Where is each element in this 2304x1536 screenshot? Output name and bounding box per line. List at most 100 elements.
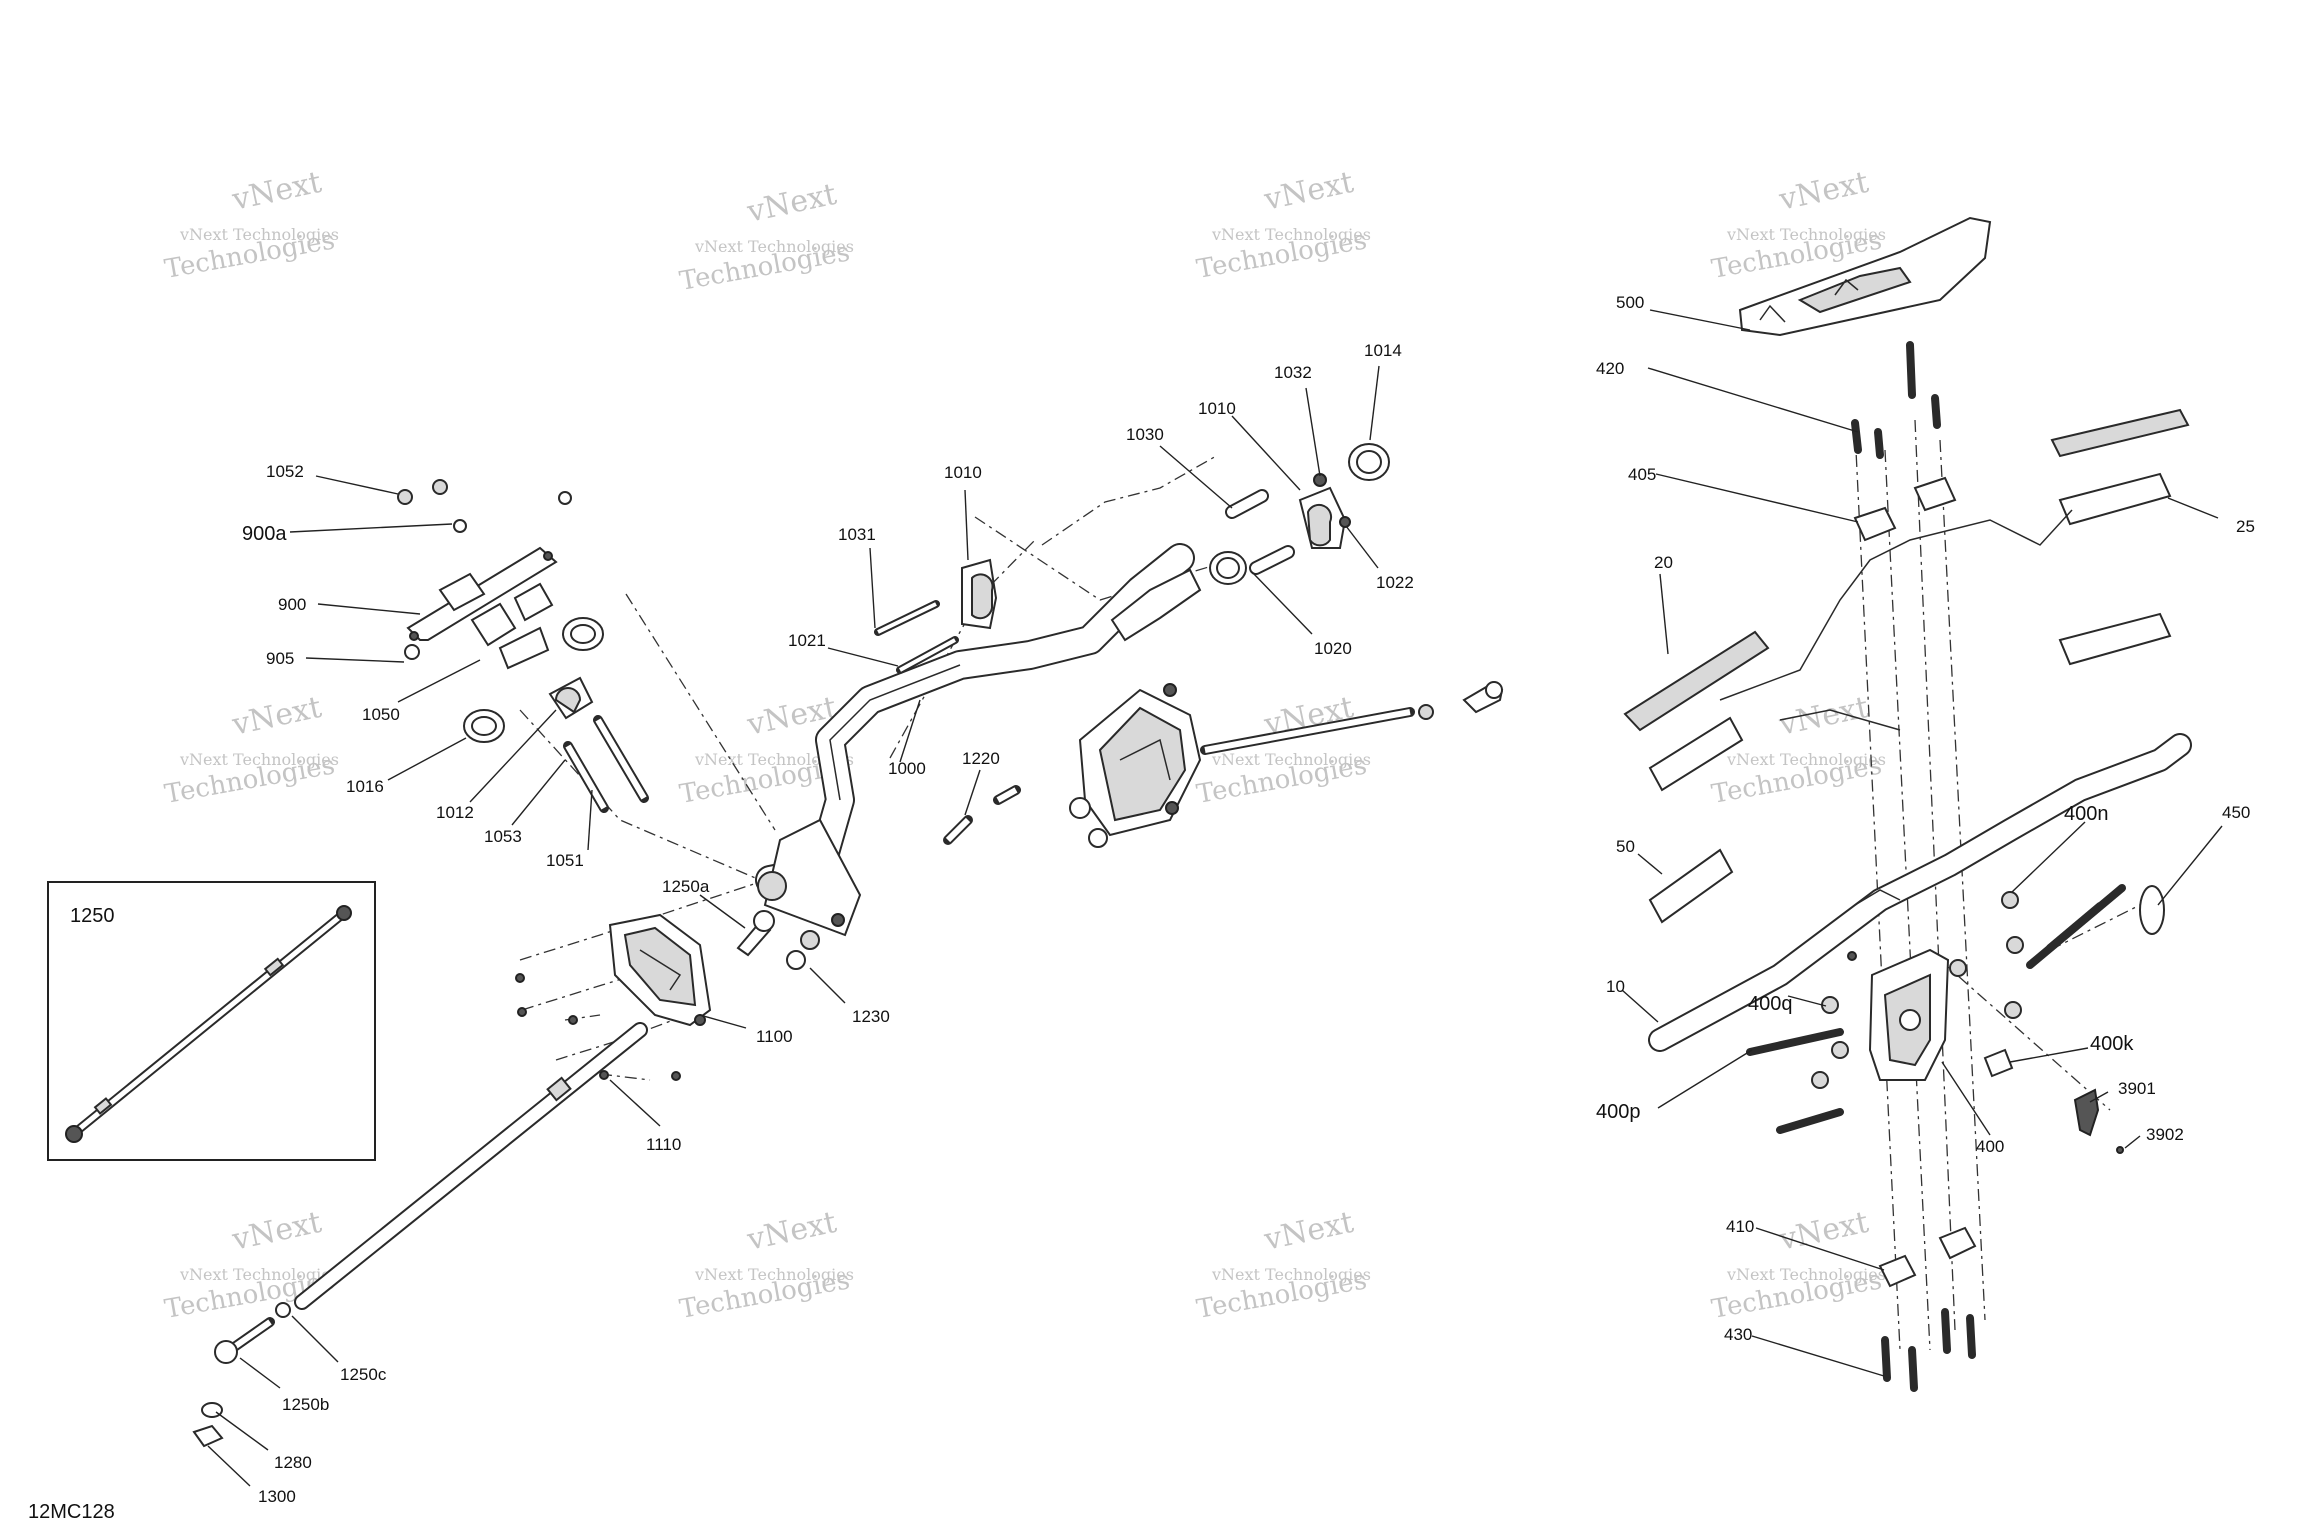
pin-900a-b xyxy=(558,491,572,505)
watermark-stamp: vNext xyxy=(743,1205,839,1258)
watermark-stamp: vNext xyxy=(1775,165,1871,218)
handlebar-bracket-900 xyxy=(406,546,558,641)
bolt-420b xyxy=(1874,428,1884,459)
steering-column-lower-plate xyxy=(763,818,862,937)
pin-900a xyxy=(453,519,467,533)
label-3902: 3902 xyxy=(2146,1125,2184,1144)
inset-label: 1250 xyxy=(70,905,115,927)
nut-1052a xyxy=(397,489,413,505)
nut-1300 xyxy=(192,1424,224,1448)
throttle-cable xyxy=(1719,509,2073,701)
watermark-11: vNext vNext Technologies Technologies xyxy=(1194,1205,1371,1325)
grip-20-b xyxy=(1648,716,1744,792)
handlebar-group xyxy=(1623,216,2192,1392)
label-400k: 400k xyxy=(2090,1033,2134,1055)
clamp-405b xyxy=(1913,476,1957,512)
label-25: 25 xyxy=(2236,517,2255,536)
watermark-stamp: vNext xyxy=(1260,165,1356,218)
bolt-400n-b xyxy=(2046,902,2104,952)
watermark-stamp: vNext xyxy=(1775,690,1871,743)
label-500: 500 xyxy=(1616,293,1644,312)
watermark-line1: vNext Technologies xyxy=(1211,225,1371,244)
label-430: 430 xyxy=(1724,1325,1752,1344)
watermark-stamp: vNext xyxy=(1260,1205,1356,1258)
label-1052: 1052 xyxy=(266,462,304,481)
screw-1110e xyxy=(671,1071,681,1081)
watermark-10: vNext vNext Technologies Technologies xyxy=(677,1205,854,1325)
label-1110: 1110 xyxy=(646,1135,681,1154)
watermark-stamp: vNext xyxy=(743,177,839,230)
watermark-8: vNext vNext Technologies Technologies xyxy=(1709,690,1886,810)
nut-1052b xyxy=(432,479,448,495)
bolt-400p-b xyxy=(1776,1108,1844,1134)
clamp-410b xyxy=(1938,1226,1977,1260)
washer-450 xyxy=(2139,885,2165,935)
lever-3901 xyxy=(2073,1088,2100,1137)
tie-rod-boot xyxy=(546,1076,572,1102)
callout-labels: 1052 900a 900 905 1050 1016 1012 1053 10… xyxy=(242,293,2255,1506)
label-900: 900 xyxy=(278,595,306,614)
bolt-420c xyxy=(1906,341,1916,399)
screw-1110b xyxy=(517,1007,527,1017)
grip-25-a xyxy=(2050,408,2190,458)
watermark-line1: vNext Technologies xyxy=(1726,750,1886,769)
watermark-line1: vNext Technologies xyxy=(1726,225,1886,244)
bolt-400p-a xyxy=(1746,1028,1844,1056)
watermark-stamp: vNext xyxy=(228,165,324,218)
screw-1110d xyxy=(599,1070,609,1080)
label-420: 420 xyxy=(1596,359,1624,378)
leader-lines xyxy=(207,309,2223,1487)
clamp-410a xyxy=(1878,1254,1917,1288)
bolt-430c xyxy=(1941,1308,1951,1354)
nut-400n xyxy=(2001,891,2019,909)
watermark-line1: vNext Technologies xyxy=(694,237,854,256)
watermark-7: vNext vNext Technologies Technologies xyxy=(1194,690,1371,810)
label-10: 10 xyxy=(1606,977,1625,996)
watermark-line1: vNext Technologies xyxy=(1211,1265,1371,1284)
steering-column-group xyxy=(192,443,1504,1448)
grip-25-c xyxy=(2058,612,2172,666)
inset-tie-rod-end-top xyxy=(336,905,352,921)
bolt-430d xyxy=(1966,1314,1976,1359)
block-1050c xyxy=(498,626,550,670)
watermark-1: vNext vNext Technologies Technologies xyxy=(162,165,339,285)
steering-support-bracket xyxy=(1069,683,1202,848)
screw-1110c xyxy=(568,1015,578,1025)
label-1022: 1022 xyxy=(1376,573,1414,592)
inset-1250: 1250 xyxy=(47,881,376,1161)
label-50: 50 xyxy=(1616,837,1635,856)
label-20: 20 xyxy=(1654,553,1673,572)
watermark-2: vNext vNext Technologies Technologies xyxy=(677,177,854,297)
bolt-420d xyxy=(1931,394,1941,429)
label-1050: 1050 xyxy=(362,705,400,724)
clamp-1010-left xyxy=(961,558,998,630)
inset-frame xyxy=(47,881,376,1161)
label-1014: 1014 xyxy=(1364,341,1402,360)
label-1250b: 1250b xyxy=(282,1395,329,1414)
watermark-9: vNext vNext Technologies Technologies xyxy=(162,1205,339,1325)
label-1000: 1000 xyxy=(888,759,926,778)
steering-bracket-1100 xyxy=(608,913,712,1027)
clamp-405a xyxy=(1853,506,1897,542)
label-405: 405 xyxy=(1628,465,1656,484)
label-400: 400 xyxy=(1976,1137,2004,1156)
nut-1230 xyxy=(800,930,820,950)
label-905: 905 xyxy=(266,649,294,668)
watermark-line1: vNext Technologies xyxy=(179,750,339,769)
label-400n: 400n xyxy=(2064,803,2109,825)
watermark-line1: vNext Technologies xyxy=(179,1265,339,1284)
nut-905 xyxy=(404,644,420,660)
spring-400k xyxy=(1983,1048,2014,1078)
label-1250a: 1250a xyxy=(662,877,710,896)
handlebar-riser-400 xyxy=(1868,948,1950,1081)
label-900a: 900a xyxy=(242,523,287,545)
label-1020: 1020 xyxy=(1314,639,1352,658)
label-1300: 1300 xyxy=(258,1487,296,1506)
label-3901: 3901 xyxy=(2118,1079,2156,1098)
label-400p: 400p xyxy=(1596,1101,1641,1123)
clamp-1010-right xyxy=(1298,486,1347,549)
label-1032: 1032 xyxy=(1274,363,1312,382)
screw-1110a xyxy=(515,973,525,983)
label-410: 410 xyxy=(1726,1217,1754,1236)
